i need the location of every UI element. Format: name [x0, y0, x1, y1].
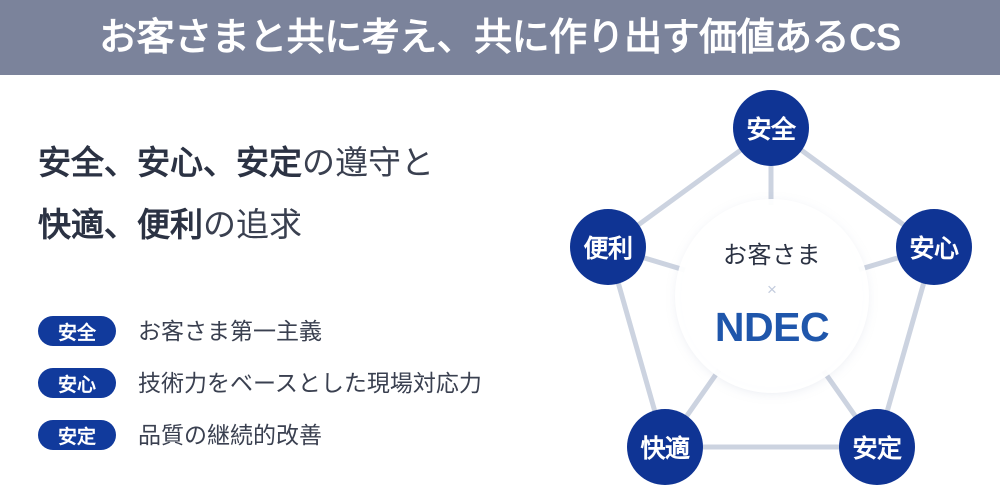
value-badge-anzen: 安全 — [38, 316, 116, 346]
headline-line-2-normal: の追求 — [203, 206, 302, 243]
center-customer-label: お客さま — [723, 242, 821, 269]
value-text-antei: 品質の継続的改善 — [138, 421, 322, 448]
headline-line-1: 安全、安心、安定の遵守と — [38, 132, 434, 194]
node-antei[interactable]: 安定 — [839, 409, 915, 485]
headline-line-2-strong: 快適、便利 — [38, 206, 203, 243]
value-text-anshin: 技術力をベースとした現場対応力 — [138, 369, 482, 396]
node-anzen[interactable]: 安全 — [733, 90, 809, 166]
node-kaiteki[interactable]: 快適 — [627, 409, 703, 485]
brand-name: NDEC — [714, 304, 830, 350]
headline: 安全、安心、安定の遵守と 快適、便利の追求 — [38, 132, 434, 256]
headline-line-1-strong: 安全、安心、安定 — [38, 144, 302, 181]
list-item: 安心 技術力をベースとした現場対応力 — [38, 363, 538, 403]
headline-line-1-normal: の遵守と — [302, 144, 434, 181]
node-benri[interactable]: 便利 — [570, 209, 646, 285]
value-text-anzen: お客さま第一主義 — [138, 317, 322, 344]
header-banner: お客さまと共に考え、共に作り出す価値あるCS — [0, 0, 1000, 75]
multiply-icon: × — [767, 280, 777, 299]
value-badge-antei: 安定 — [38, 420, 116, 450]
list-item: 安定 品質の継続的改善 — [38, 415, 538, 455]
pentagon-diagram: お客さま × NDEC 安全 安心 安定 快適 便利 — [556, 80, 1000, 495]
page-title: お客さまと共に考え、共に作り出す価値あるCS — [99, 16, 901, 59]
list-item: 安全 お客さま第一主義 — [38, 311, 538, 351]
center-hub: お客さま × NDEC — [681, 205, 863, 387]
left-content-column: 安全、安心、安定の遵守と 快適、便利の追求 安全 お客さま第一主義 安心 技術力… — [0, 75, 560, 495]
value-badge-anshin: 安心 — [38, 368, 116, 398]
headline-line-2: 快適、便利の追求 — [38, 194, 434, 256]
node-anshin[interactable]: 安心 — [896, 209, 972, 285]
value-list: 安全 お客さま第一主義 安心 技術力をベースとした現場対応力 安定 品質の継続的… — [38, 311, 538, 467]
